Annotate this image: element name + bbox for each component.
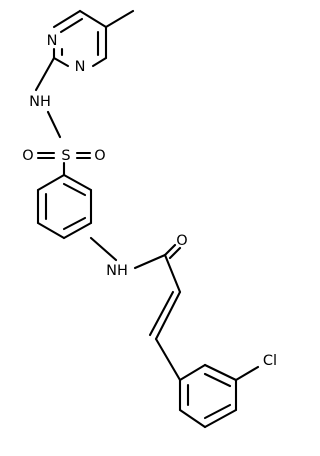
bond (59, 17, 84, 34)
methyl-bond (104, 9, 135, 29)
bond (34, 56, 56, 92)
bond (52, 56, 70, 68)
atom-label-n-pyr-top: N (47, 33, 58, 49)
bond (91, 56, 108, 68)
atom-label-nh-sulfonamide: NH (29, 94, 51, 110)
bond (234, 365, 260, 382)
bond (46, 110, 62, 139)
atom-label-oxygen-right: O (94, 148, 105, 164)
bond (89, 236, 118, 262)
bond (203, 403, 232, 420)
bond (178, 363, 207, 382)
bond (62, 216, 87, 231)
atom-label-n-pyr-bottom: N (75, 59, 86, 75)
atom-label-oxygen-carbonyl: O (176, 233, 187, 249)
bond (62, 173, 93, 192)
bond (52, 9, 82, 29)
sulfonamide-group (34, 56, 92, 177)
bond (203, 363, 238, 382)
bond (203, 372, 232, 388)
bond (163, 253, 182, 294)
atom-label-sulfur: S (61, 148, 70, 164)
bond (36, 221, 66, 240)
pyrimidine-ring (52, 9, 135, 68)
bond (133, 253, 167, 270)
structure-diagram: N N NH S O O NH O Cl (22, 9, 277, 429)
bond (154, 337, 182, 382)
benzene-ring-central (36, 173, 93, 240)
atom-label-oxygen-left: O (22, 148, 33, 164)
bond (62, 182, 87, 197)
amide-alkene-chain (89, 236, 182, 382)
bond (203, 408, 238, 429)
bond (168, 246, 182, 260)
chlorophenyl-ring (178, 363, 260, 429)
bond (62, 221, 93, 240)
atom-label-chlorine: Cl (263, 353, 277, 369)
bond (36, 173, 66, 192)
bond (78, 9, 108, 29)
atom-label-nh-amide: NH (106, 263, 128, 279)
bond (178, 408, 207, 429)
bond (154, 290, 182, 341)
bond (163, 243, 177, 257)
bond (148, 290, 175, 337)
